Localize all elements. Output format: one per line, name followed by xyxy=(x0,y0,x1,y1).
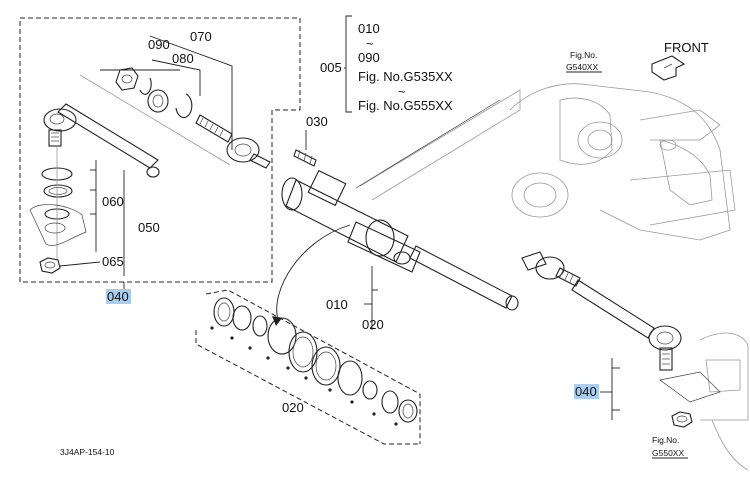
cylinder-callout-bracket xyxy=(364,266,378,330)
right-tie-rod xyxy=(521,251,721,428)
range-tilde-1: ~ xyxy=(366,36,374,51)
callout-070: 070 xyxy=(190,29,212,44)
svg-text:G540XX: G540XX xyxy=(566,62,598,72)
svg-text:040: 040 xyxy=(575,384,597,399)
fig-ref-g540[interactable]: G540XX xyxy=(566,62,602,73)
front-label: FRONT xyxy=(664,40,709,55)
drawing-code: 3J4AP-154-10 xyxy=(60,447,115,457)
tie-rod-group-frame xyxy=(19,17,301,283)
callout-080: 080 xyxy=(172,51,194,66)
callout-010-bottom: 010 xyxy=(326,297,348,312)
callout-065: 065 xyxy=(102,254,124,269)
callout-020-rings: 020 xyxy=(282,400,304,415)
range-fig-end: Fig. No.G555XX xyxy=(358,98,453,113)
callout-040-right[interactable]: 040 xyxy=(574,384,599,399)
front-arrow-icon xyxy=(651,55,686,81)
seal-kit-rings xyxy=(195,289,421,445)
dust-seal-parts xyxy=(41,146,73,260)
callout-050: 050 xyxy=(138,220,160,235)
left-callout-brackets xyxy=(59,35,233,276)
svg-text:G550XX: G550XX xyxy=(652,448,684,458)
range-note-005: 005 010 ~ 090 Fig. No.G535XX ~ Fig. No.G… xyxy=(320,15,453,113)
range-fig-start: Fig. No.G535XX xyxy=(358,69,453,84)
lock-nut-065 xyxy=(39,257,61,274)
steering-cylinder xyxy=(281,99,519,311)
tie-rod-tube xyxy=(43,103,160,178)
callout-005: 005 xyxy=(320,60,342,75)
callout-020-bottom: 020 xyxy=(362,317,384,332)
seal-kit-pointer xyxy=(276,224,351,321)
range-end: 090 xyxy=(358,50,380,65)
knuckle-arm-stub xyxy=(29,204,87,246)
callout-040-left[interactable]: 040 xyxy=(106,289,131,304)
inner-ball-joint xyxy=(79,67,271,169)
fig-ref-g540-prefix: Fig.No. xyxy=(570,50,597,60)
right-callout-bracket xyxy=(600,358,620,420)
callout-060: 060 xyxy=(102,194,124,209)
callout-090: 090 xyxy=(148,37,170,52)
svg-text:040: 040 xyxy=(107,289,129,304)
axle-housing-ghost xyxy=(359,83,749,471)
fig-ref-g550-prefix: Fig.No. xyxy=(652,435,679,445)
range-tilde-2: ~ xyxy=(398,84,406,99)
callout-030: 030 xyxy=(306,114,328,129)
range-start: 010 xyxy=(358,21,380,36)
fig-ref-g550[interactable]: G550XX xyxy=(652,448,688,459)
